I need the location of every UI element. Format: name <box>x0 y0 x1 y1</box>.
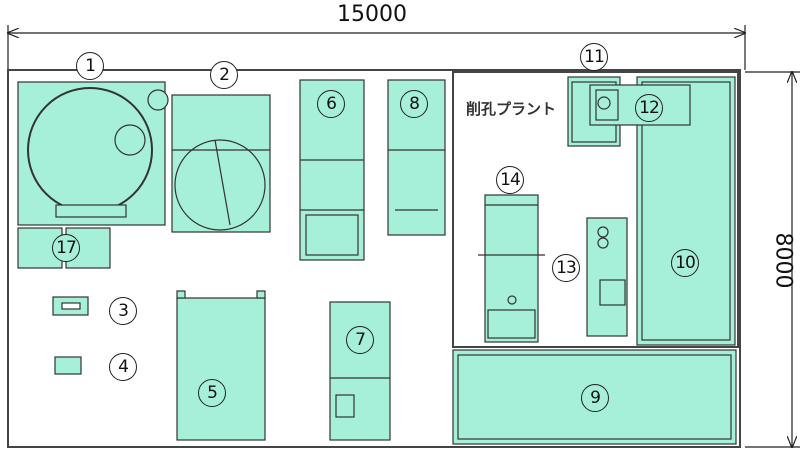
equipment-7 <box>329 301 391 441</box>
drilling-plant-label: 削孔プラント <box>466 100 557 118</box>
label-3: 3 <box>109 297 137 325</box>
label-12: 12 <box>635 94 663 122</box>
equipment-5 <box>176 297 266 441</box>
height-dimension-label: 8000 <box>770 232 796 289</box>
label-13: 13 <box>552 254 580 282</box>
label-9: 9 <box>581 384 609 412</box>
label-14: 14 <box>496 166 524 194</box>
label-4: 4 <box>109 353 137 381</box>
drilling-plant-area <box>452 71 739 348</box>
equipment-13 <box>586 217 628 337</box>
equipment-14 <box>484 194 539 343</box>
label-6: 6 <box>317 90 345 118</box>
label-5: 5 <box>198 379 226 407</box>
label-17: 17 <box>52 234 80 262</box>
label-2: 2 <box>210 61 238 89</box>
site-boundary <box>7 69 741 448</box>
equipment-2 <box>171 94 271 233</box>
label-8: 8 <box>400 90 428 118</box>
label-11: 11 <box>580 43 608 71</box>
label-7: 7 <box>346 326 374 354</box>
equipment-4 <box>54 356 82 375</box>
width-dimension-label: 15000 <box>337 2 407 27</box>
label-10: 10 <box>671 249 699 277</box>
label-1: 1 <box>76 52 104 80</box>
equipment-1 <box>17 81 166 226</box>
